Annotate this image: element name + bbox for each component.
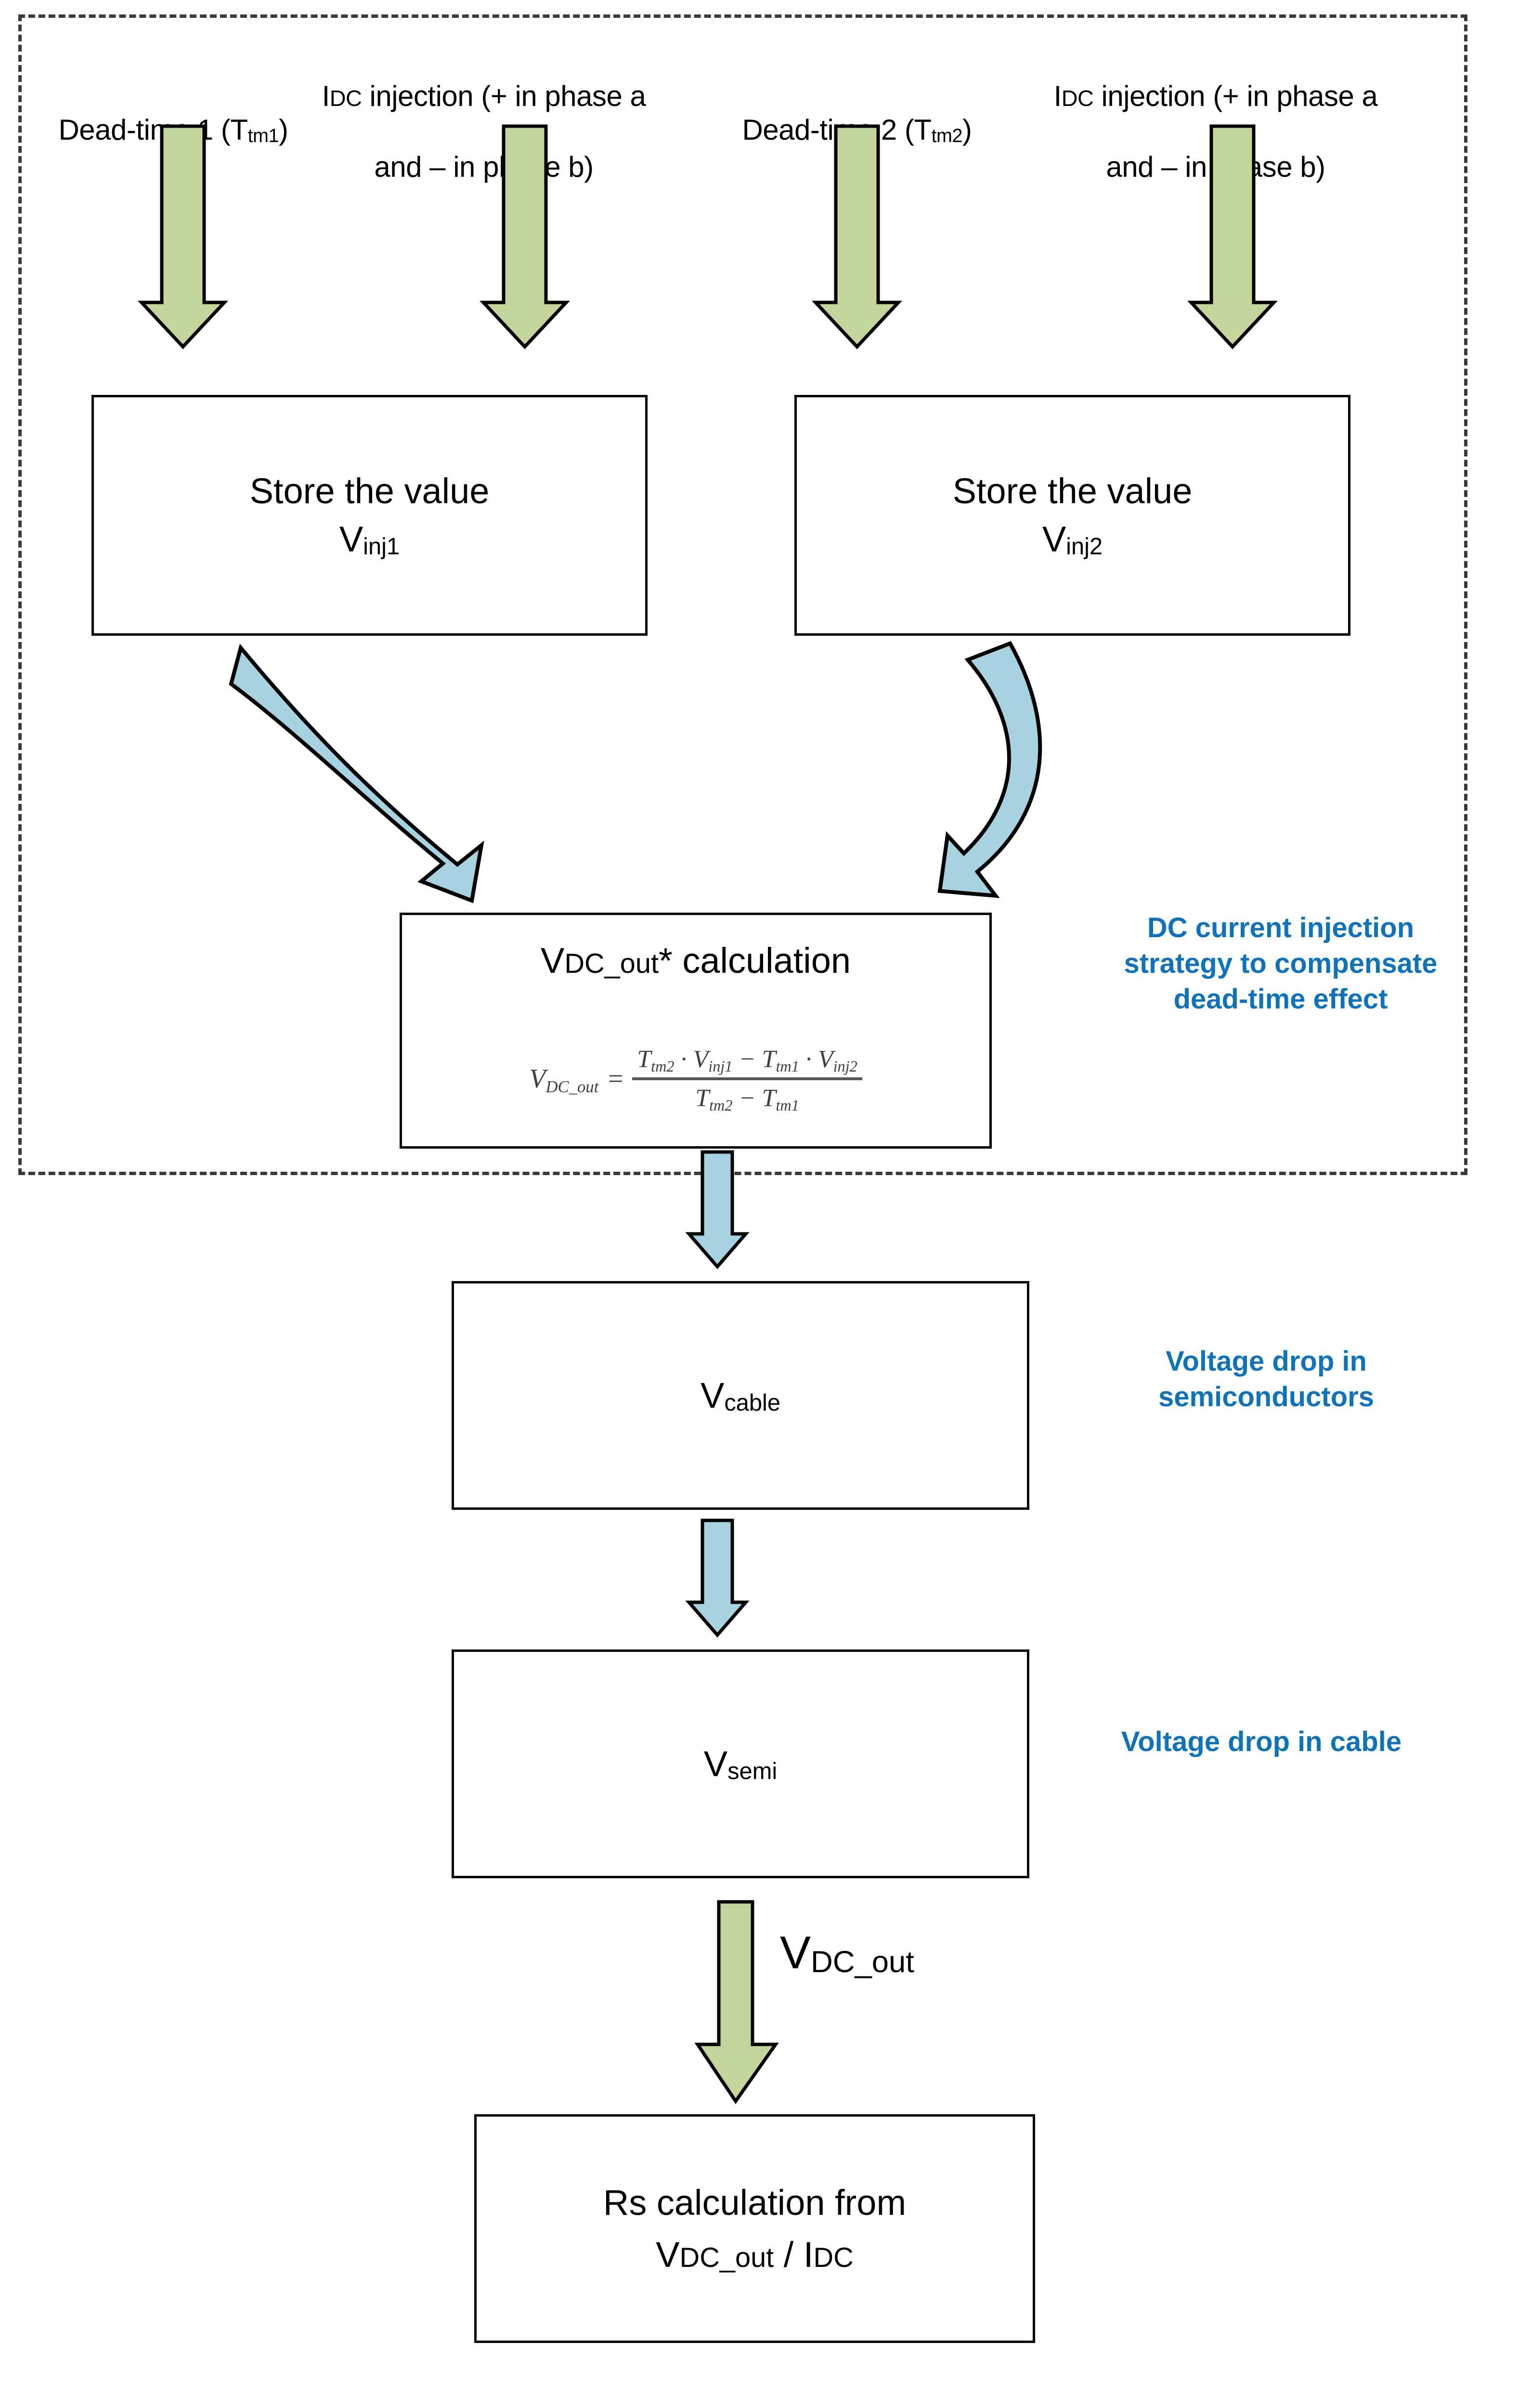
- dashed-group-region: [18, 14, 1467, 1175]
- box-vcable[interactable]: Vcable: [452, 1281, 1029, 1510]
- vcable-label: Vcable: [700, 1375, 781, 1416]
- store1-line2: Vinj1: [339, 519, 400, 560]
- formula-fraction: Ttm2 · Vinj1 − Ttm1 · Vinj2 Ttm2 − Ttm1: [632, 1044, 862, 1114]
- blue-curved-arrow-right: [937, 641, 1042, 898]
- blue-arrow-vcable-to-vsemi: [685, 1518, 750, 1638]
- vdcout-formula: VDC_out = Ttm2 · Vinj1 − Ttm1 · Vinj2 Tt…: [424, 1023, 968, 1134]
- edge-label-vdcout: VDC_out: [780, 1927, 914, 1979]
- formula-numerator: Ttm2 · Vinj1 − Ttm1 · Vinj2: [637, 1046, 857, 1075]
- green-arrow-idc-injection-2: [1187, 124, 1278, 350]
- green-arrow-vsemi-to-rs: [694, 1900, 779, 2105]
- calculation-title: VDC_out* calculation: [540, 941, 851, 981]
- annotation-cable: Voltage drop in cable: [1121, 1726, 1402, 1757]
- idc-injection-1-line1: IDC injection (+ in phase a: [322, 80, 646, 113]
- formula-denominator: Ttm2 − Ttm1: [695, 1085, 799, 1114]
- rs-line2: VDC_out / IDC: [656, 2234, 854, 2275]
- formula-equals: =: [606, 1064, 625, 1094]
- annotation-dc-strategy: DC current injection strategy to compens…: [1124, 912, 1438, 1015]
- blue-arrow-calc-to-vcable: [685, 1150, 750, 1269]
- idc-injection-2-line1: IDC injection (+ in phase a: [1053, 80, 1378, 113]
- formula-fraction-bar: [632, 1077, 862, 1080]
- box-vdcout-calculation[interactable]: VDC_out* calculation: [400, 913, 992, 1149]
- vsemi-label: Vsemi: [703, 1743, 778, 1784]
- blue-curved-arrow-left: [229, 643, 484, 903]
- box-rs-calculation[interactable]: Rs calculation from VDC_out / IDC: [474, 2114, 1035, 2343]
- store2-line2: Vinj2: [1042, 519, 1103, 560]
- green-arrow-dead-time-2: [811, 124, 903, 350]
- store2-line1: Store the value: [952, 471, 1193, 511]
- store1-line1: Store the value: [249, 471, 490, 511]
- box-store-value-1[interactable]: Store the value Vinj1: [91, 395, 648, 636]
- annotation-semiconductors: Voltage drop in semiconductors: [1158, 1346, 1374, 1413]
- green-arrow-dead-time-1: [137, 124, 229, 350]
- formula-lhs: VDC_out: [529, 1064, 599, 1096]
- rs-line1: Rs calculation from: [603, 2182, 907, 2223]
- box-store-value-2[interactable]: Store the value Vinj2: [794, 395, 1350, 636]
- box-vsemi[interactable]: Vsemi: [452, 1649, 1029, 1878]
- green-arrow-idc-injection-1: [479, 124, 571, 350]
